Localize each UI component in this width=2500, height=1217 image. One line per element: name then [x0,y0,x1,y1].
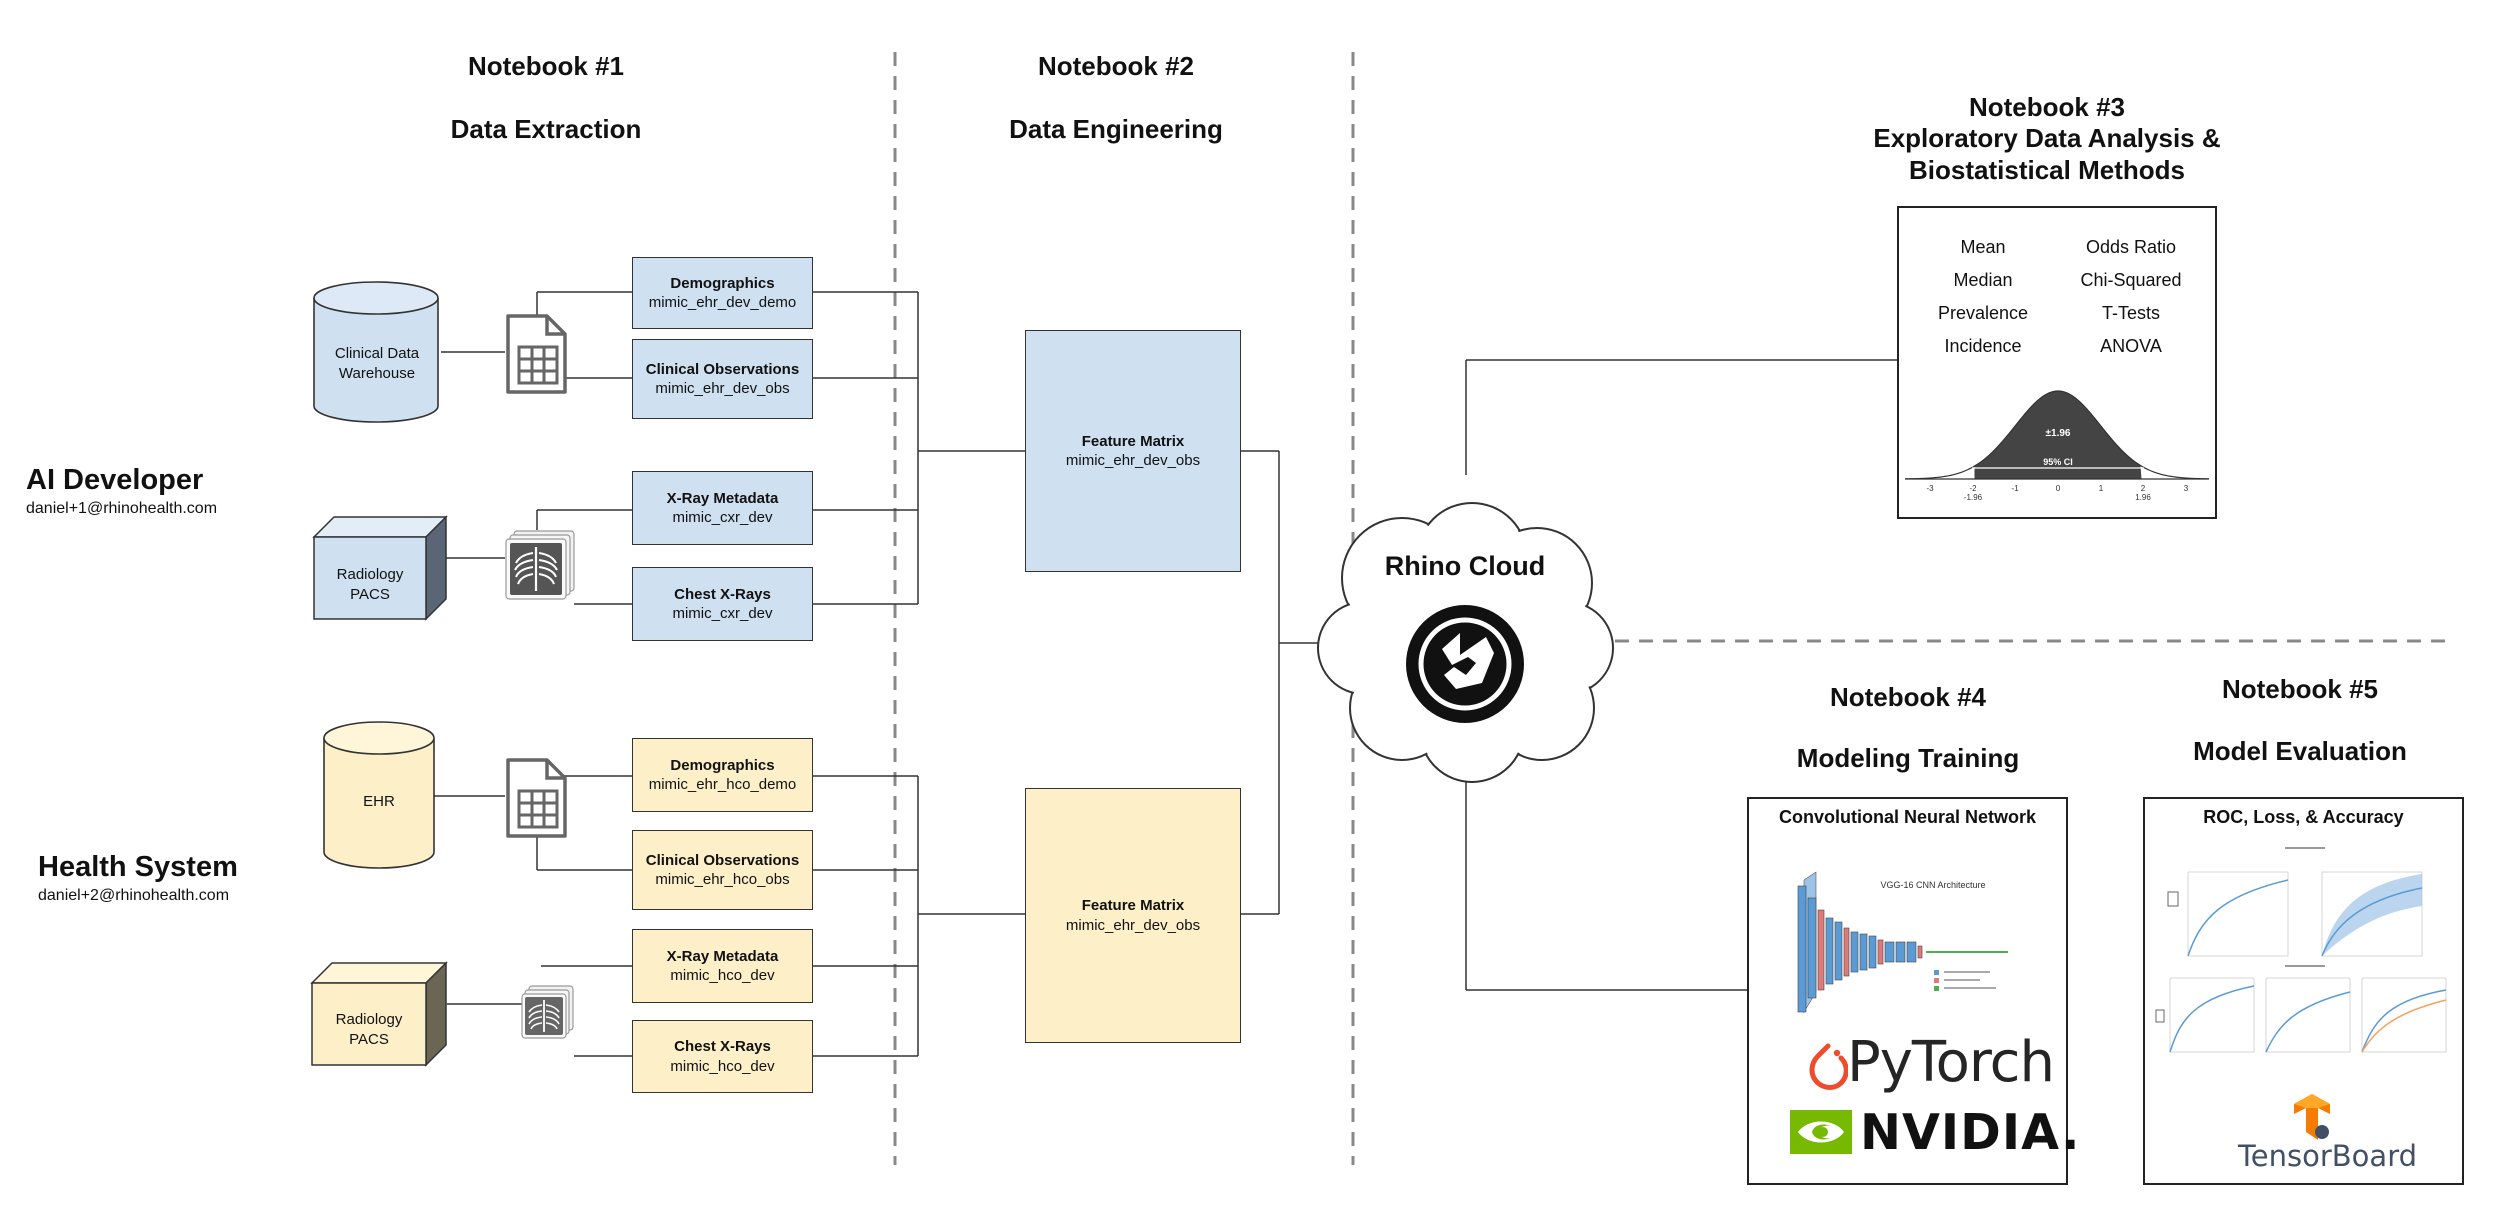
tick-sub-label: 1.96 [2135,493,2151,502]
notebook-4-title: Notebook #4 [1829,682,1987,712]
notebook-1-subtitle: Data Extraction [450,114,642,144]
notebook-2-subtitle: Data Engineering [1009,114,1223,144]
clinical-data-warehouse-cylinder [313,281,439,423]
evaluation-panel: ROC, Loss, & Accuracy [2143,797,2464,1185]
notebook-3-line2: Exploratory Data Analysis & [1873,123,2221,153]
nvidia-eye-icon [1790,1110,1852,1154]
tick-sub-label: -1.96 [1964,493,1983,502]
tensorboard-logo-text: TensorBoard [2238,1139,2418,1173]
health-system-email: daniel+2@rhinohealth.com [38,887,230,904]
vgg16-architecture-figure: VGG-16 CNN Architecture [1797,871,2008,1014]
spreadsheet-file-icon [506,758,567,838]
ai-developer-title: AI Developer [26,464,204,496]
stat-chi-squared: Chi-Squared [2080,270,2182,290]
radiology-pacs-cube-blue [312,515,448,621]
architecture-title: VGG-16 CNN Architecture [1880,880,1985,890]
spreadsheet-file-icon [506,314,567,394]
ai-developer-email: daniel+1@rhinohealth.com [26,500,218,517]
notebook-5-title: Notebook #5 [2221,674,2379,704]
stat-mean: Mean [1960,237,2006,257]
stat-t-tests: T-Tests [2101,303,2160,323]
ci-label: 95% CI [2043,457,2073,467]
tick-label: 3 [2184,484,2189,493]
nvidia-logo-text: NVIDIA. [1860,1104,2081,1161]
notebook-3-line3: Biostatistical Methods [1909,155,2185,185]
tick-label: -3 [1926,484,1934,493]
normal-distribution-curve: ±1.96 95% CI -3 -2 -1 0 1 2 3 -1.96 1.96 [1904,390,2210,502]
xray-stack-icon [505,530,575,600]
training-panel-title: Convolutional Neural Network [1778,807,2037,827]
notebook-5-subtitle: Model Evaluation [2193,736,2407,766]
roc-charts-figure [2155,847,2447,1053]
evaluation-panel-title: ROC, Loss, & Accuracy [2203,807,2404,827]
curve-label: ±1.96 [2046,428,2071,439]
radiology-pacs-cube-yellow [310,961,448,1067]
tick-label: 1 [2099,484,2104,493]
rhino-logo-icon [1406,605,1524,723]
rhino-cloud-label: Rhino Cloud [1384,551,1546,581]
tick-label: 2 [2141,484,2146,493]
stat-incidence: Incidence [1944,336,2022,356]
tick-label: -1 [2011,484,2019,493]
stat-median: Median [1953,270,2013,290]
pytorch-flame-icon [1809,1043,1848,1090]
ehr-cylinder [323,721,435,869]
notebook-3-title: Notebook #3 [1968,92,2126,122]
pytorch-logo-text: PyTorch [1847,1030,2055,1095]
notebook-2-title: Notebook #2 [1037,51,1195,81]
notebook-1-title: Notebook #1 [467,51,625,81]
connectors [434,291,1897,1057]
tensorboard-logo-icon [2294,1094,2330,1140]
stat-anova: ANOVA [2100,336,2162,356]
tick-label: -2 [1969,484,1977,493]
xray-stack-icon [521,985,574,1039]
stat-prevalence: Prevalence [1937,303,2029,323]
stat-odds-ratio: Odds Ratio [2085,237,2177,257]
tick-label: 0 [2056,484,2061,493]
notebook-4-subtitle: Modeling Training [1796,743,2020,773]
health-system-title: Health System [38,851,238,883]
ehr-label: EHR [363,793,395,810]
